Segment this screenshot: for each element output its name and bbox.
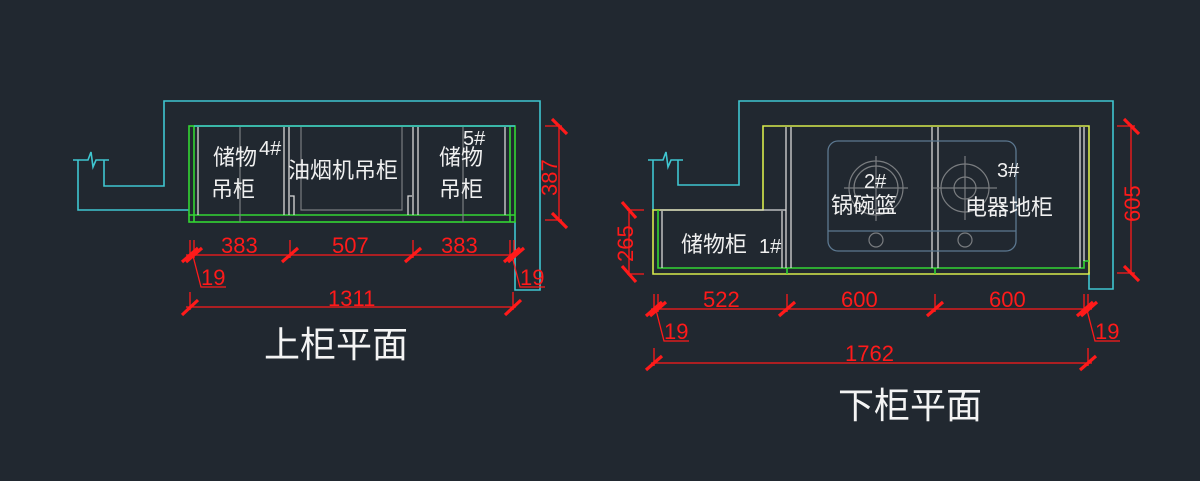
dimension-tick	[925, 300, 945, 318]
lower-wall-outline	[652, 100, 1114, 290]
lower-cabinet-3-label: 电器地柜	[965, 196, 1053, 221]
lower-dim-segment-1: 522	[703, 287, 740, 312]
lower-cabinet-2-label: 锅碗篮	[831, 194, 897, 219]
lower-cabinet-2-tag: 2#	[864, 171, 887, 193]
dimension-tick	[502, 246, 522, 264]
lower-dim-step-depth: 265	[613, 225, 638, 262]
leader-line	[1086, 309, 1120, 342]
upper-dim-segment-1: 383	[221, 233, 258, 258]
lower-dim-total: 1762	[845, 341, 894, 366]
leader-line	[192, 255, 226, 288]
upper-dim-right-gap: 19	[520, 265, 544, 290]
dimension-tick	[644, 354, 664, 372]
dimension-tick	[1078, 354, 1098, 372]
upper-dim-total: 1311	[328, 286, 375, 311]
upper-wall-break-icon	[73, 151, 109, 170]
lower-cabinet-1-label: 储物柜	[681, 233, 747, 258]
lower-plan: 储物柜 1# 2# 锅碗篮 3# 电器地柜 522 600 600 19	[613, 100, 1145, 427]
dimension-tick	[180, 298, 200, 317]
dimension-tick	[1122, 117, 1141, 136]
upper-dim-depth: 387	[537, 159, 562, 196]
upper-cabinet-3-tag: 5#	[463, 128, 486, 150]
hood-bracket	[290, 195, 295, 215]
upper-plan: 储物 吊柜 4# 油烟机吊柜 储物 吊柜 5# 383 507 383 19	[73, 100, 569, 366]
upper-plan-title: 上柜平面	[264, 325, 408, 366]
upper-cabinet-1-label-line1: 储物	[213, 146, 257, 171]
dimension-tick	[550, 117, 569, 136]
dimension-tick	[184, 246, 204, 264]
lower-wall-break-icon	[648, 151, 683, 170]
lower-cabinet-3-tag: 3#	[997, 160, 1020, 182]
dimension-tick	[620, 264, 638, 284]
knob-right-icon	[957, 232, 973, 248]
dimension-tick	[506, 246, 526, 264]
dimension-tick	[648, 300, 668, 318]
dimension-tick	[503, 298, 523, 317]
dimension-tick	[644, 300, 664, 318]
upper-cabinet-1-tag: 4#	[259, 138, 282, 160]
upper-cabinet-1-label-line2: 吊柜	[211, 178, 255, 203]
dimension-tick	[1122, 264, 1141, 283]
leader-line	[655, 309, 689, 342]
lower-kick-line	[657, 210, 1089, 269]
knob-left-icon	[868, 232, 884, 248]
dimension-tick	[1075, 300, 1095, 318]
gas-hob-outline	[827, 140, 1017, 252]
upper-dim-segment-2: 507	[332, 233, 369, 258]
burner-left-icon	[844, 156, 908, 221]
lower-dim-right-gap: 19	[1095, 319, 1119, 344]
lower-cabinet-1-tag: 1#	[759, 236, 782, 258]
dimension-tick	[620, 200, 638, 220]
dimension-tick	[1079, 300, 1099, 318]
hood-bracket	[407, 195, 412, 215]
lower-dim-segment-2: 600	[841, 287, 878, 312]
lower-dim-segment-3: 600	[989, 287, 1026, 312]
lower-dim-left-gap: 19	[664, 319, 688, 344]
dimension-tick	[777, 300, 797, 318]
dimension-tick	[280, 246, 300, 264]
upper-cabinet-3-label-line1: 储物	[439, 146, 483, 171]
dimension-tick	[550, 211, 569, 230]
dimension-tick	[403, 246, 423, 264]
dimension-tick	[180, 246, 200, 264]
hood-outline	[300, 127, 403, 211]
leader-line	[511, 255, 545, 288]
upper-cabinet-3-label-line2: 吊柜	[439, 178, 483, 203]
upper-dim-segment-3: 383	[441, 233, 478, 258]
upper-dim-left-gap: 19	[201, 265, 225, 290]
upper-dimensions: 383 507 383 19 19 1311 387	[180, 117, 569, 317]
burner-right-icon	[933, 156, 997, 220]
lower-dim-depth: 605	[1120, 185, 1145, 222]
lower-plan-title: 下柜平面	[838, 386, 982, 427]
upper-cabinet-2-label: 油烟机吊柜	[288, 159, 398, 184]
lower-dimensions: 522 600 600 19 19 1762 605	[613, 117, 1145, 372]
